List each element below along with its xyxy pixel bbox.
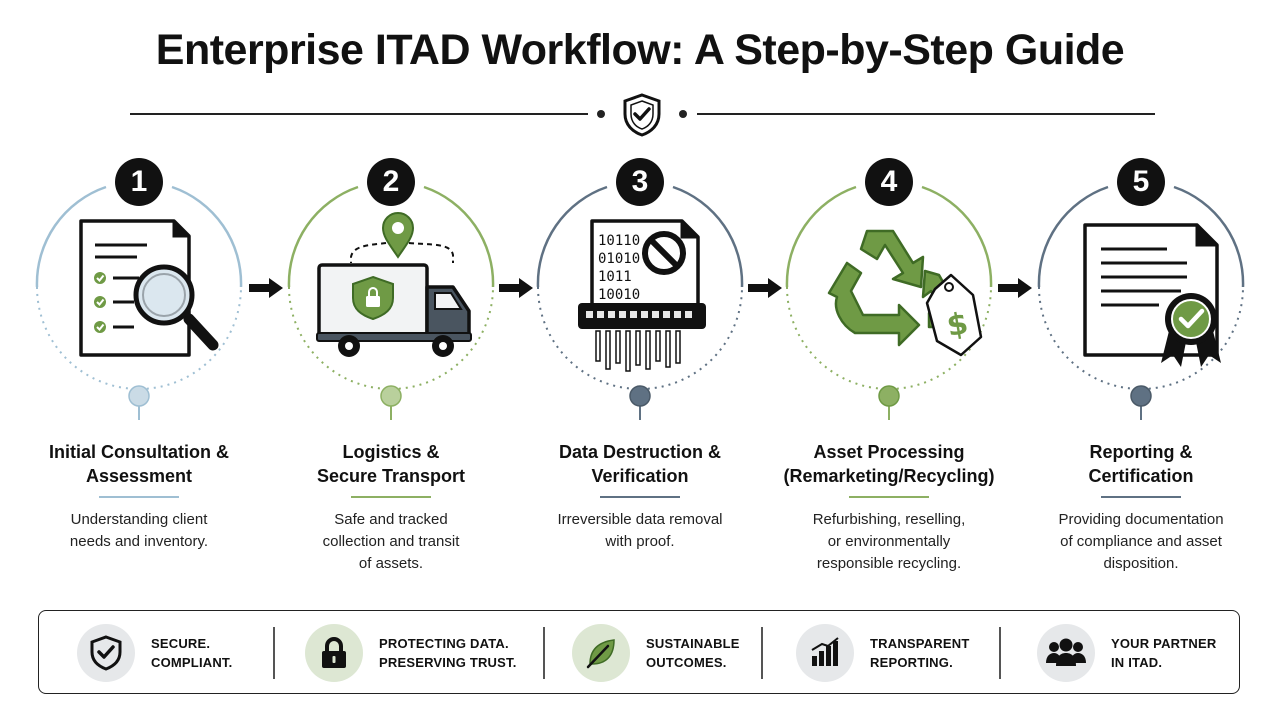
- svg-text:01010: 01010: [598, 251, 640, 267]
- step-title-underline: [99, 496, 179, 498]
- divider-dot-left: [597, 110, 605, 118]
- arrow-right-icon: [998, 278, 1032, 298]
- footer-item-secure: SECURE. COMPLIANT.: [77, 623, 232, 683]
- step-title: Logistics & Secure Transport: [316, 442, 466, 486]
- footer-separator: [543, 627, 545, 679]
- data-shredder-icon: 10110 01010 1011 10010: [578, 219, 706, 372]
- secure-truck-icon: [316, 212, 472, 357]
- workflow-step-2: 2 Logistics & Secure Transport Safe and …: [266, 0, 516, 600]
- step-description: Understanding client needs and inventory…: [69, 511, 209, 550]
- footer-separator: [999, 627, 1001, 679]
- leaf-icon: [586, 639, 615, 669]
- arrow-right-icon: [748, 278, 782, 298]
- step-title: Data Destruction & Verification: [558, 442, 722, 486]
- workflow-step-3: 3 10110 01010 1011 10010 Data Destructio…: [515, 0, 765, 600]
- recycle-price-tag-icon: $: [827, 229, 983, 357]
- bar-chart-icon: [811, 637, 839, 666]
- footer-item-protecting-data: PROTECTING DATA. PRESERVING TRUST.: [305, 623, 517, 683]
- step-title: Initial Consultation & Assessment: [49, 442, 229, 486]
- workflow-step-5: 5 Reporting & Certification Providing do…: [1016, 0, 1266, 600]
- certificate-icon: [1083, 223, 1221, 367]
- svg-text:10110: 10110: [598, 233, 640, 249]
- padlock-icon: [322, 637, 346, 668]
- footer-separator: [761, 627, 763, 679]
- step-title-underline: [849, 496, 929, 498]
- svg-text:10010: 10010: [598, 287, 640, 303]
- step-ring: [287, 185, 495, 420]
- footer-value-bar: SECURE. COMPLIANT. PROTECTING DATA. PRES…: [38, 610, 1240, 694]
- page-title: Enterprise ITAD Workflow: A Step-by-Step…: [155, 26, 1125, 74]
- footer-item-partner: YOUR PARTNER IN ITAD.: [1037, 623, 1216, 683]
- footer-item-transparent-reporting: TRANSPARENT REPORTING.: [796, 623, 969, 683]
- workflow-step-1: 1 Initial Consultation & Assessment Unde…: [14, 0, 264, 600]
- step-description: Refurbishing, reselling, or environmenta…: [812, 511, 966, 572]
- step-title: Reporting & Certification: [1088, 442, 1194, 486]
- shield-check-icon: [90, 635, 122, 671]
- footer-item-sustainable: SUSTAINABLE OUTCOMES.: [572, 623, 740, 683]
- step-number-badge: 3: [616, 158, 664, 206]
- svg-text:1011: 1011: [598, 269, 632, 285]
- step-number-badge: 4: [865, 158, 913, 206]
- workflow-step-4: 4 $ Asset Processing (Remarketing/Recycl…: [764, 0, 1014, 600]
- team-icon: [1046, 638, 1086, 666]
- step-title-underline: [600, 496, 680, 498]
- step-number-badge: 5: [1117, 158, 1165, 206]
- shield-check-icon: [623, 93, 661, 137]
- step-number-badge: 2: [367, 158, 415, 206]
- step-ring: [1037, 185, 1245, 420]
- step-description: Safe and tracked collection and transit …: [322, 511, 460, 572]
- step-description: Providing documentation of compliance an…: [1058, 511, 1224, 572]
- step-description: Irreversible data removal with proof.: [557, 511, 723, 550]
- step-title-underline: [1101, 496, 1181, 498]
- step-ring: [536, 185, 744, 420]
- step-title: Asset Processing (Remarketing/Recycling): [783, 442, 995, 486]
- checklist-magnifier-icon: [79, 219, 219, 357]
- divider-line-right: [697, 113, 1155, 115]
- step-ring: [35, 185, 243, 420]
- arrow-right-icon: [249, 278, 283, 298]
- footer-separator: [273, 627, 275, 679]
- divider-dot-right: [679, 110, 687, 118]
- arrow-right-icon: [499, 278, 533, 298]
- step-ring: [785, 185, 993, 420]
- divider-line-left: [130, 113, 588, 115]
- step-title-underline: [351, 496, 431, 498]
- step-number-badge: 1: [115, 158, 163, 206]
